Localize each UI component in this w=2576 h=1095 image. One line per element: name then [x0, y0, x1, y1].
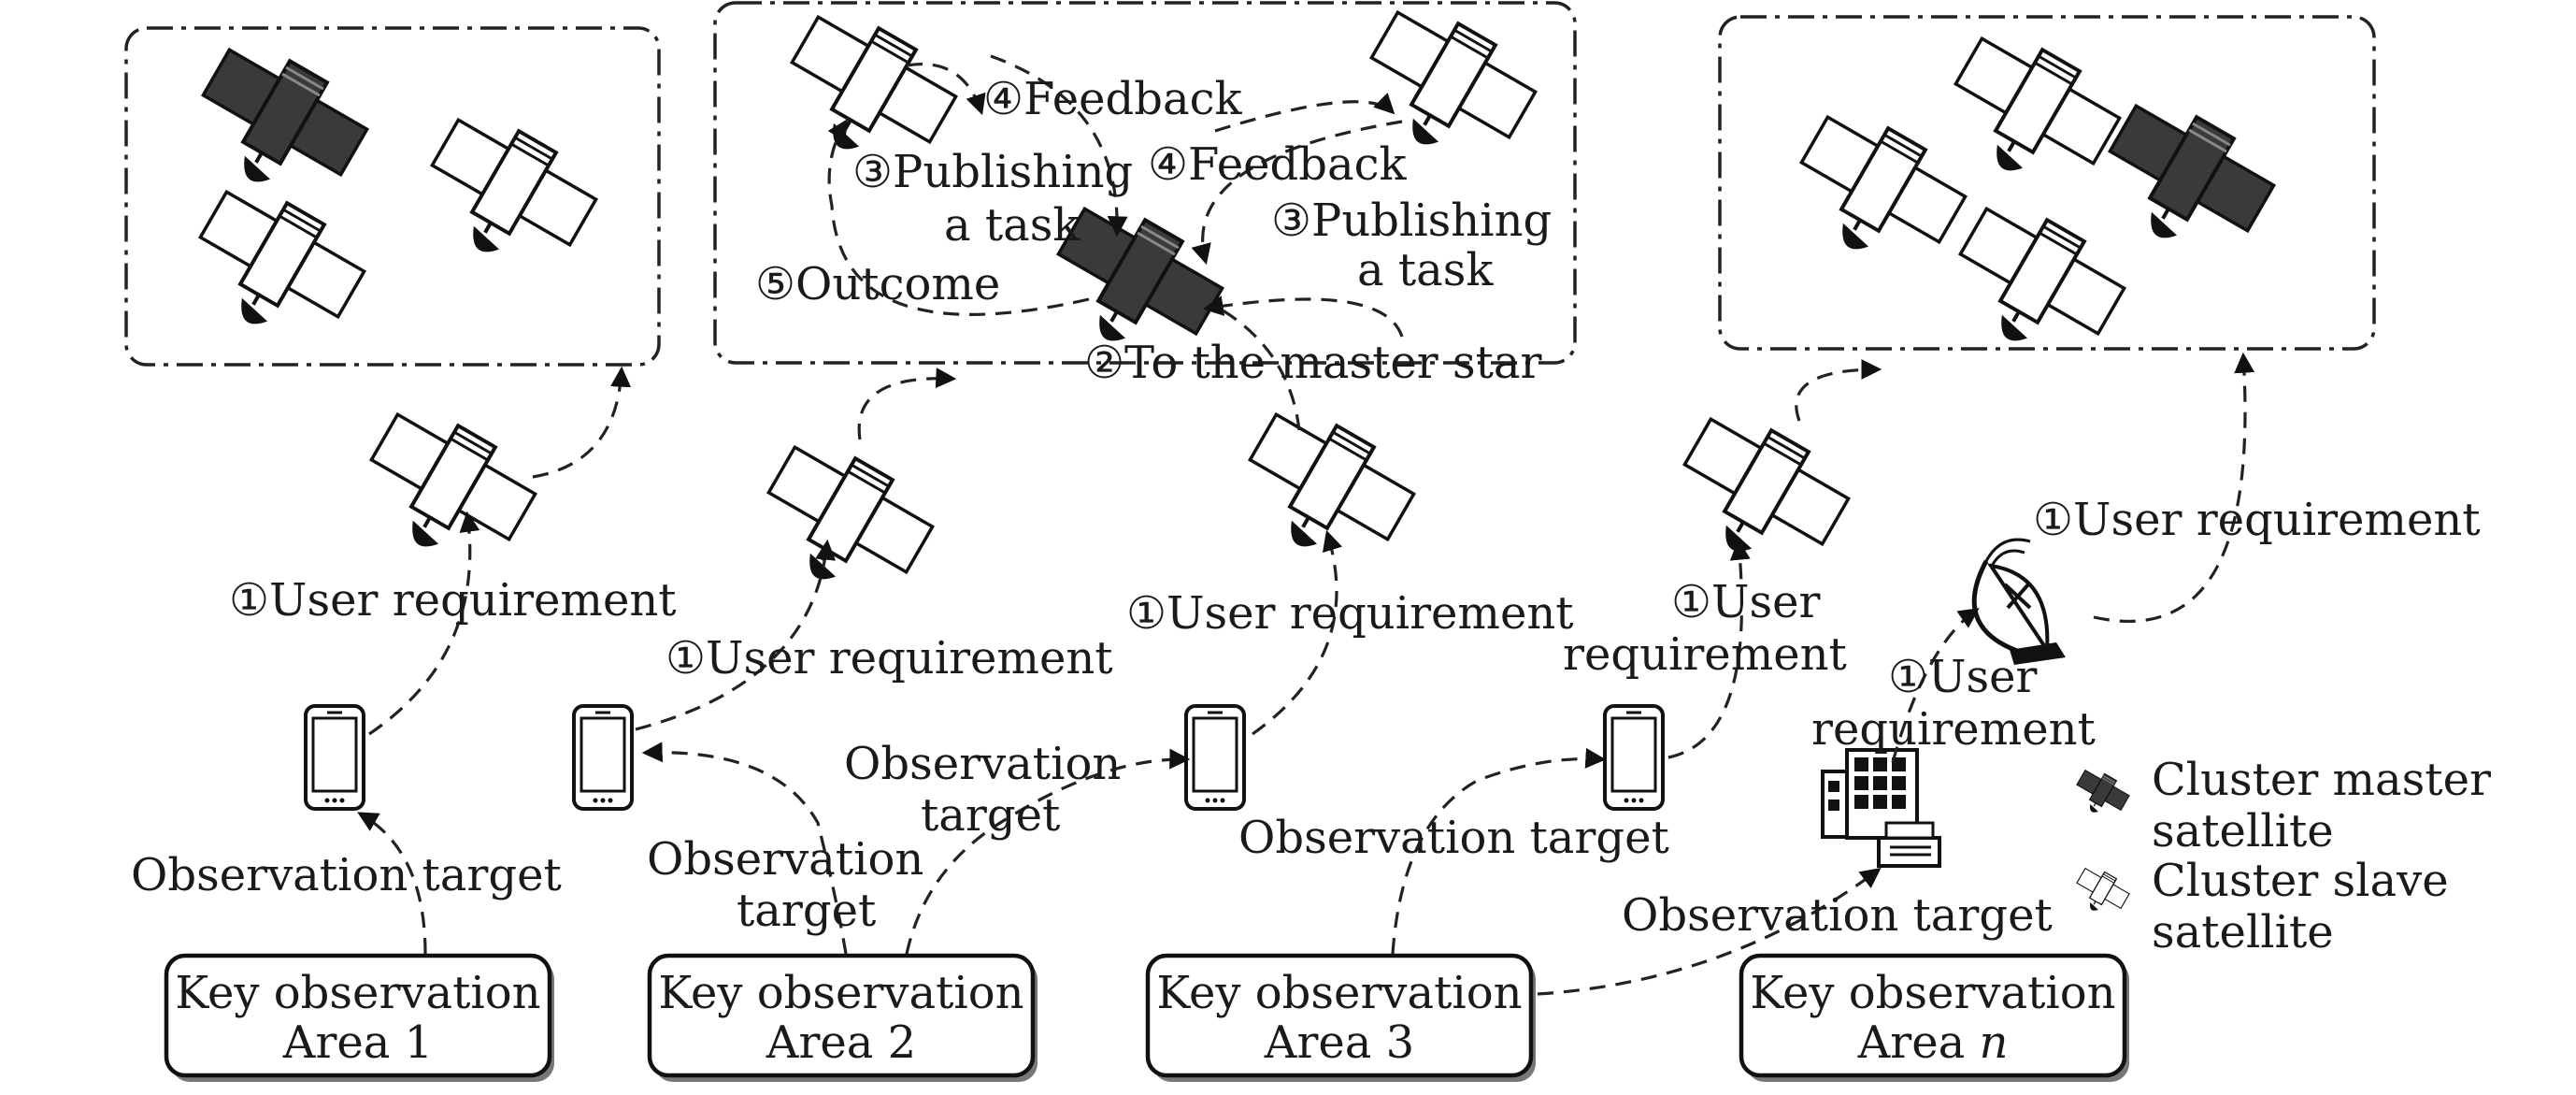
- uplink-arrow: [2093, 352, 2255, 623]
- area-title: Key observation: [1156, 967, 1522, 1019]
- feedback-label: ④Feedback: [1148, 138, 1407, 191]
- uplink-arrow: [857, 367, 957, 440]
- observation-arrow: [1391, 747, 1607, 955]
- observation-arrow: [1537, 868, 1882, 996]
- relay-satellite-icon: [741, 427, 945, 617]
- publishing-label: ③Publishing: [1271, 195, 1552, 247]
- building-icon: [1821, 748, 1941, 868]
- area-name: Area 1: [282, 1016, 433, 1069]
- user-requirement-label: ①User requirement: [229, 574, 677, 627]
- area-name: Area 3: [1264, 1016, 1414, 1069]
- area-name-prefix: Area: [1857, 1016, 1980, 1069]
- legend-slave-label: Cluster slave: [2152, 855, 2449, 907]
- user-requirement-arrow: [368, 511, 480, 736]
- observation-arrow: [641, 742, 848, 955]
- ground-station-icon: [1971, 538, 2066, 665]
- phone-icon: [304, 704, 365, 811]
- user-requirement-arrow: [635, 539, 837, 731]
- legend-master-icon: [2068, 763, 2134, 825]
- relay-satellite-icon: [1223, 395, 1426, 584]
- legend-slave-icon: [2068, 861, 2134, 923]
- master-satellite-icon: [176, 30, 379, 220]
- uplink-arrow: [532, 366, 632, 479]
- observation-target-label: target: [737, 885, 876, 937]
- uplink-arrow: [1795, 359, 1882, 422]
- user-requirement-label: ①User requirement: [665, 632, 1113, 684]
- publishing-label: ③Publishing: [852, 146, 1133, 198]
- key-observation-area-3: Key observation Area 3: [1145, 953, 1536, 1082]
- observation-target-label: Observation target: [1622, 889, 2053, 942]
- area-name-variable: n: [1979, 1016, 2008, 1069]
- publishing-label: a task: [1357, 244, 1494, 296]
- publishing-arrow: [1191, 120, 1403, 266]
- user-requirement-label: requirement: [1563, 628, 1847, 681]
- legend: Cluster master satellite Cluster slave s…: [2068, 754, 2491, 958]
- phone-icon: [1184, 704, 1246, 811]
- to-master-label: ②To the master star: [1084, 337, 1542, 389]
- user-requirement-label: ①User requirement: [1126, 587, 1574, 640]
- observation-target-label: Observation target: [1238, 812, 1669, 864]
- phone-icon: [572, 704, 634, 811]
- area-name: Area 2: [766, 1016, 916, 1069]
- observation-target-label: Observation: [647, 833, 923, 886]
- legend-master-label: satellite: [2152, 805, 2334, 857]
- observation-arrow: [905, 748, 1191, 955]
- feedback-arrow: [906, 63, 986, 116]
- user-requirement-label: requirement: [1811, 703, 2096, 756]
- outcome-label: ⑤Outcome: [755, 258, 1000, 310]
- uplink-line: [1219, 307, 1301, 431]
- area-title: Key observation: [1750, 967, 2115, 1019]
- legend-master-label: Cluster master: [2152, 754, 2491, 806]
- user-requirement-arrow: [1252, 529, 1343, 736]
- cluster-box-n: [1718, 15, 2376, 351]
- slave-satellite-icon: [405, 100, 608, 290]
- user-requirement-label: ①User requirement: [2033, 494, 2481, 546]
- legend-slave-label: satellite: [2152, 906, 2334, 958]
- key-observation-area-2: Key observation Area 2: [647, 953, 1038, 1082]
- cluster-box-1: [124, 26, 661, 367]
- observation-target-label: target: [921, 789, 1060, 842]
- user-requirement-arrow: [1891, 608, 1980, 763]
- user-requirement-label: ①User: [1671, 576, 1821, 628]
- slave-satellite-icon: [1774, 97, 1978, 287]
- feedback-label: ④Feedback: [983, 73, 1242, 125]
- key-observation-area-n: Key observation Area n: [1739, 953, 2129, 1082]
- to-master-arrow: [1202, 295, 1404, 338]
- area-title: Key observation: [658, 967, 1023, 1019]
- observation-target-label: Observation target: [131, 849, 562, 901]
- slave-satellite-icon: [173, 172, 377, 362]
- cluster-box-2: [713, 1, 1577, 365]
- slave-satellite-icon: [1928, 19, 2132, 209]
- outcome-arrow: [827, 119, 1090, 316]
- observation-arrow: [357, 812, 427, 955]
- relay-satellite-icon: [1657, 399, 1861, 589]
- observation-target-label: Observation: [844, 738, 1121, 790]
- user-requirement-arrow: [1667, 539, 1751, 759]
- relay-satellite-icon: [344, 395, 548, 584]
- publishing-label: a task: [944, 199, 1080, 252]
- phone-icon: [1603, 704, 1665, 811]
- feedback-arrow: [1214, 93, 1395, 133]
- publishing-arrow: [990, 54, 1128, 238]
- area-title: Key observation: [175, 967, 540, 1019]
- user-requirement-label: ①User: [1888, 651, 2038, 703]
- area-name: Area n: [1857, 1016, 2009, 1069]
- key-observation-area-1: Key observation Area 1: [164, 953, 554, 1082]
